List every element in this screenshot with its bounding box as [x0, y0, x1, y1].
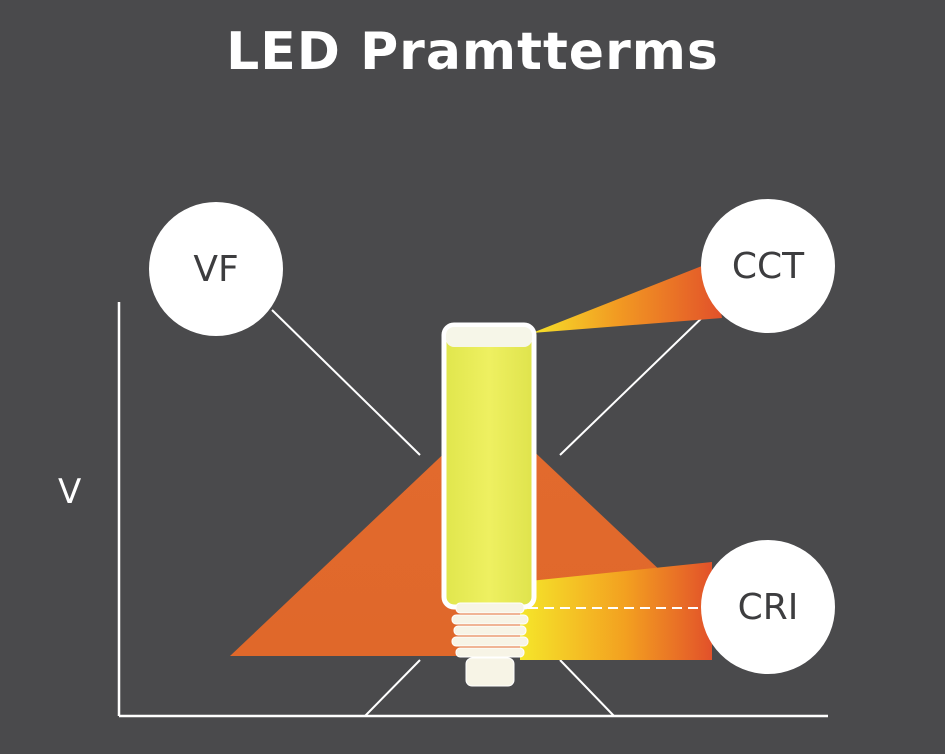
cri-callout: CRI — [701, 540, 835, 674]
bottom-left-connector-line — [364, 659, 421, 717]
led-cap — [446, 327, 532, 347]
cct-light-ray — [532, 262, 722, 333]
cct-label: CCT — [731, 245, 805, 287]
vf-callout: VF — [149, 202, 283, 336]
cri-label: CRI — [737, 586, 799, 628]
bottom-right-connector-line — [559, 659, 615, 717]
y-axis-label: V — [58, 472, 82, 512]
page-title: LED Pramtterms — [226, 22, 719, 82]
cct-callout: CCT — [701, 199, 835, 333]
cct-connector-line — [559, 309, 711, 456]
led-base — [451, 602, 529, 687]
led-body — [441, 322, 537, 610]
vf-connector-line — [271, 309, 421, 456]
vf-label: VF — [193, 248, 239, 290]
cri-light-ray — [520, 562, 712, 660]
